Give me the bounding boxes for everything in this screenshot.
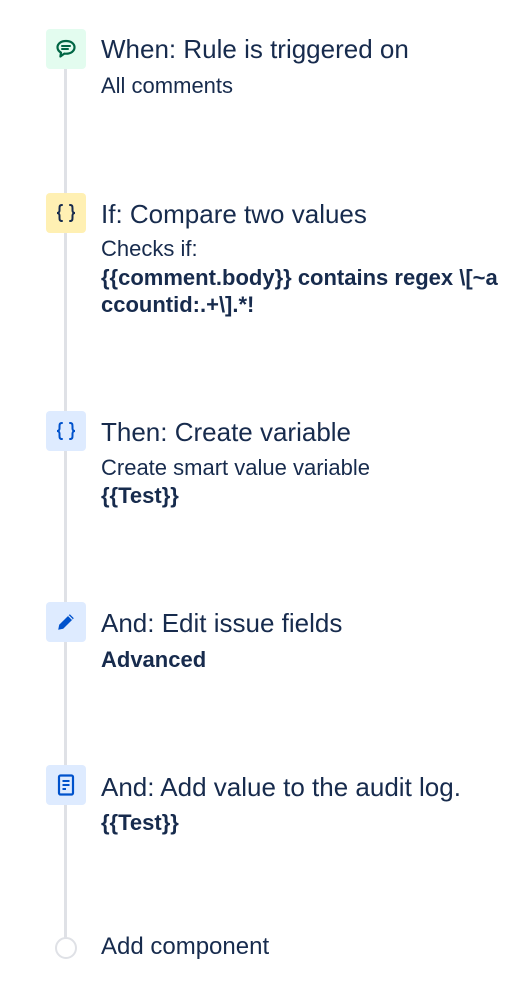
edit-issue-detail: Advanced: [101, 647, 207, 672]
braces-icon: [54, 202, 78, 224]
timeline-line: [64, 60, 67, 948]
create-variable-subtitle: Create smart value variable: [101, 455, 371, 480]
audit-log-detail: {{Test}}: [101, 810, 179, 835]
trigger-subtitle: All comments: [101, 73, 234, 98]
braces-icon: [54, 420, 78, 442]
comment-icon: [55, 38, 77, 60]
create-variable-step[interactable]: Then: Create variable Create smart value…: [0, 400, 531, 520]
edit-issue-icon-box: [46, 602, 86, 642]
log-icon: [55, 773, 77, 797]
create-variable-icon-box: [46, 411, 86, 451]
edit-issue-step[interactable]: And: Edit issue fields Advanced: [0, 590, 531, 690]
audit-log-step[interactable]: And: Add value to the audit log. {{Test}…: [0, 750, 531, 850]
condition-title: If: Compare two values: [101, 199, 367, 229]
pencil-icon: [55, 611, 77, 633]
add-component-circle-icon[interactable]: [55, 937, 77, 959]
condition-subtitle: Checks if:: [101, 236, 198, 261]
trigger-icon-box: [46, 29, 86, 69]
condition-detail: {{comment.body}} contains regex \[~accou…: [101, 265, 498, 317]
condition-icon-box: [46, 193, 86, 233]
add-component-button[interactable]: Add component: [101, 933, 270, 960]
trigger-title: When: Rule is triggered on: [101, 34, 409, 64]
create-variable-detail: {{Test}}: [101, 483, 179, 508]
condition-step[interactable]: If: Compare two values Checks if: {{comm…: [0, 180, 531, 330]
create-variable-title: Then: Create variable: [101, 417, 352, 447]
edit-issue-title: And: Edit issue fields: [101, 608, 343, 638]
audit-log-title: And: Add value to the audit log.: [101, 772, 461, 802]
trigger-step[interactable]: When: Rule is triggered on All comments: [0, 0, 531, 120]
audit-log-icon-box: [46, 765, 86, 805]
